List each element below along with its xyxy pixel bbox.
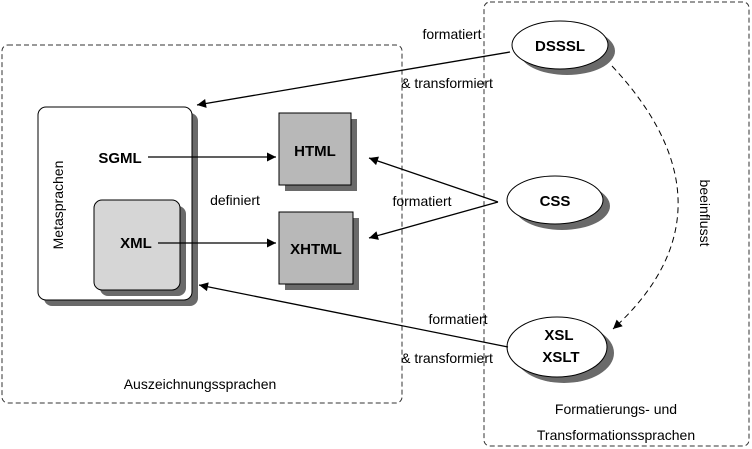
xsl-transforms-label: & transformiert (401, 350, 493, 366)
dsssl-ellipse (511, 20, 609, 70)
html-label: HTML (294, 143, 336, 160)
css-formats-label: formatiert (392, 193, 451, 209)
xml-label: XML (120, 235, 152, 252)
influences-label: beeinflusst (697, 180, 713, 247)
defines-label: definiert (210, 192, 260, 208)
styling-languages-label-line1: Formatierungs- und (555, 401, 677, 417)
xhtml-box (278, 211, 354, 285)
markup-languages-group (1, 44, 403, 404)
influence-arrow (611, 65, 679, 330)
sgml-label: SGML (98, 150, 141, 167)
xhtml-label: XHTML (290, 241, 342, 258)
dsssl-to-meta-arrow (196, 51, 511, 108)
xsl-to-meta-arrow (198, 282, 509, 348)
css-label: CSS (540, 193, 571, 210)
xslt-label: XSLT (542, 349, 579, 366)
xsl-ellipse (506, 316, 608, 378)
html-box (278, 112, 352, 186)
css-to-xhtml-arrow (368, 201, 499, 240)
css-to-html-arrow (368, 156, 499, 203)
dsssl-formats-label: formatiert (422, 26, 481, 42)
xsl-formats-label: formatiert (428, 311, 487, 327)
xsl-label: XSL (544, 327, 573, 344)
meta-languages-label: Metasprachen (50, 161, 66, 250)
css-ellipse (506, 175, 604, 225)
xml-box (93, 199, 181, 291)
markup-languages-label: Auszeichnungssprachen (124, 376, 277, 392)
dsssl-transforms-label: & transformiert (401, 75, 493, 91)
styling-languages-label-line2: Transformationssprachen (537, 427, 695, 443)
dsssl-label: DSSSL (535, 38, 585, 55)
